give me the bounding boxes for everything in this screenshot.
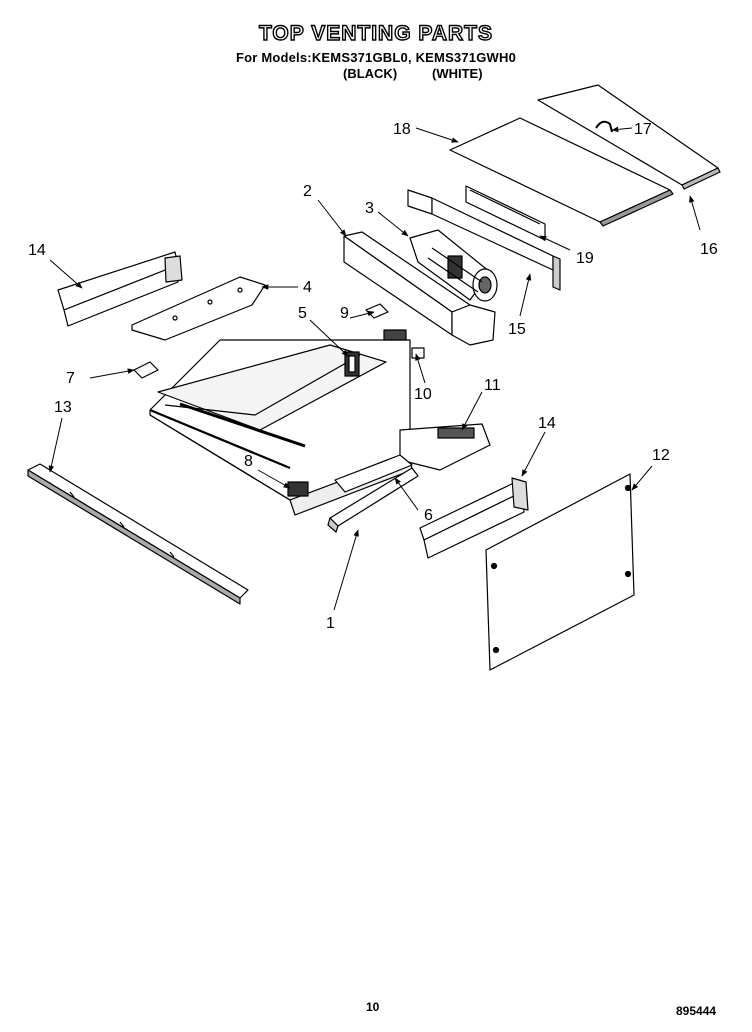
callout-14-right: 14 [538, 415, 556, 432]
models-line: For Models:KEMS371GBL0, KEMS371GWH0 [235, 50, 517, 65]
part-18-top-panel [449, 117, 674, 227]
callout-numbers: 2 3 4 5 9 10 11 7 8 6 1 13 14 14 12 15 1… [28, 121, 718, 632]
part-8-retainer [287, 481, 309, 497]
callout-1: 1 [326, 615, 335, 632]
callout-12: 12 [652, 447, 670, 464]
callout-14-left: 14 [28, 242, 46, 259]
part-12-front-panel [485, 473, 635, 671]
callout-19: 19 [576, 250, 594, 267]
callout-5: 5 [298, 305, 307, 322]
callout-13: 13 [54, 399, 72, 416]
part-17-clip [595, 120, 613, 133]
callout-4: 4 [303, 279, 312, 296]
callout-2: 2 [303, 183, 312, 200]
part-13-trim-strip [27, 463, 249, 605]
part-6-rail [334, 454, 413, 493]
leader-lines [48, 126, 701, 611]
callout-18: 18 [393, 121, 411, 138]
callout-7: 7 [66, 370, 75, 387]
color-label-black: (BLACK) [343, 66, 398, 81]
page-title: TOP VENTING PARTS [258, 21, 494, 45]
callout-3: 3 [365, 200, 374, 217]
part-2-fan-housing [343, 231, 496, 346]
part-19-vent-bracket [407, 189, 561, 291]
callout-15: 15 [508, 321, 526, 338]
part-14-left-bracket [57, 251, 183, 327]
part-14-right-bracket [419, 477, 529, 559]
part-9-clip [365, 303, 389, 319]
part-number: 895444 [676, 1004, 717, 1018]
callout-16: 16 [700, 241, 718, 258]
part-4-cover-plate [131, 276, 266, 341]
part-11-terminal-block [399, 423, 491, 471]
part-16-rear-top-panel [537, 84, 721, 190]
part-5-switch [344, 351, 360, 377]
callout-10: 10 [414, 386, 432, 403]
callout-8: 8 [244, 453, 253, 470]
callout-9: 9 [340, 305, 349, 322]
callout-17: 17 [634, 121, 652, 138]
callout-6: 6 [424, 507, 433, 524]
part-3-blower-fan [409, 229, 498, 302]
page-number: 10 [366, 1000, 380, 1014]
main-duct-assembly [149, 339, 413, 516]
color-label-white: (WHITE) [432, 66, 483, 81]
part-7-clip [133, 361, 159, 379]
callout-11: 11 [484, 377, 501, 394]
